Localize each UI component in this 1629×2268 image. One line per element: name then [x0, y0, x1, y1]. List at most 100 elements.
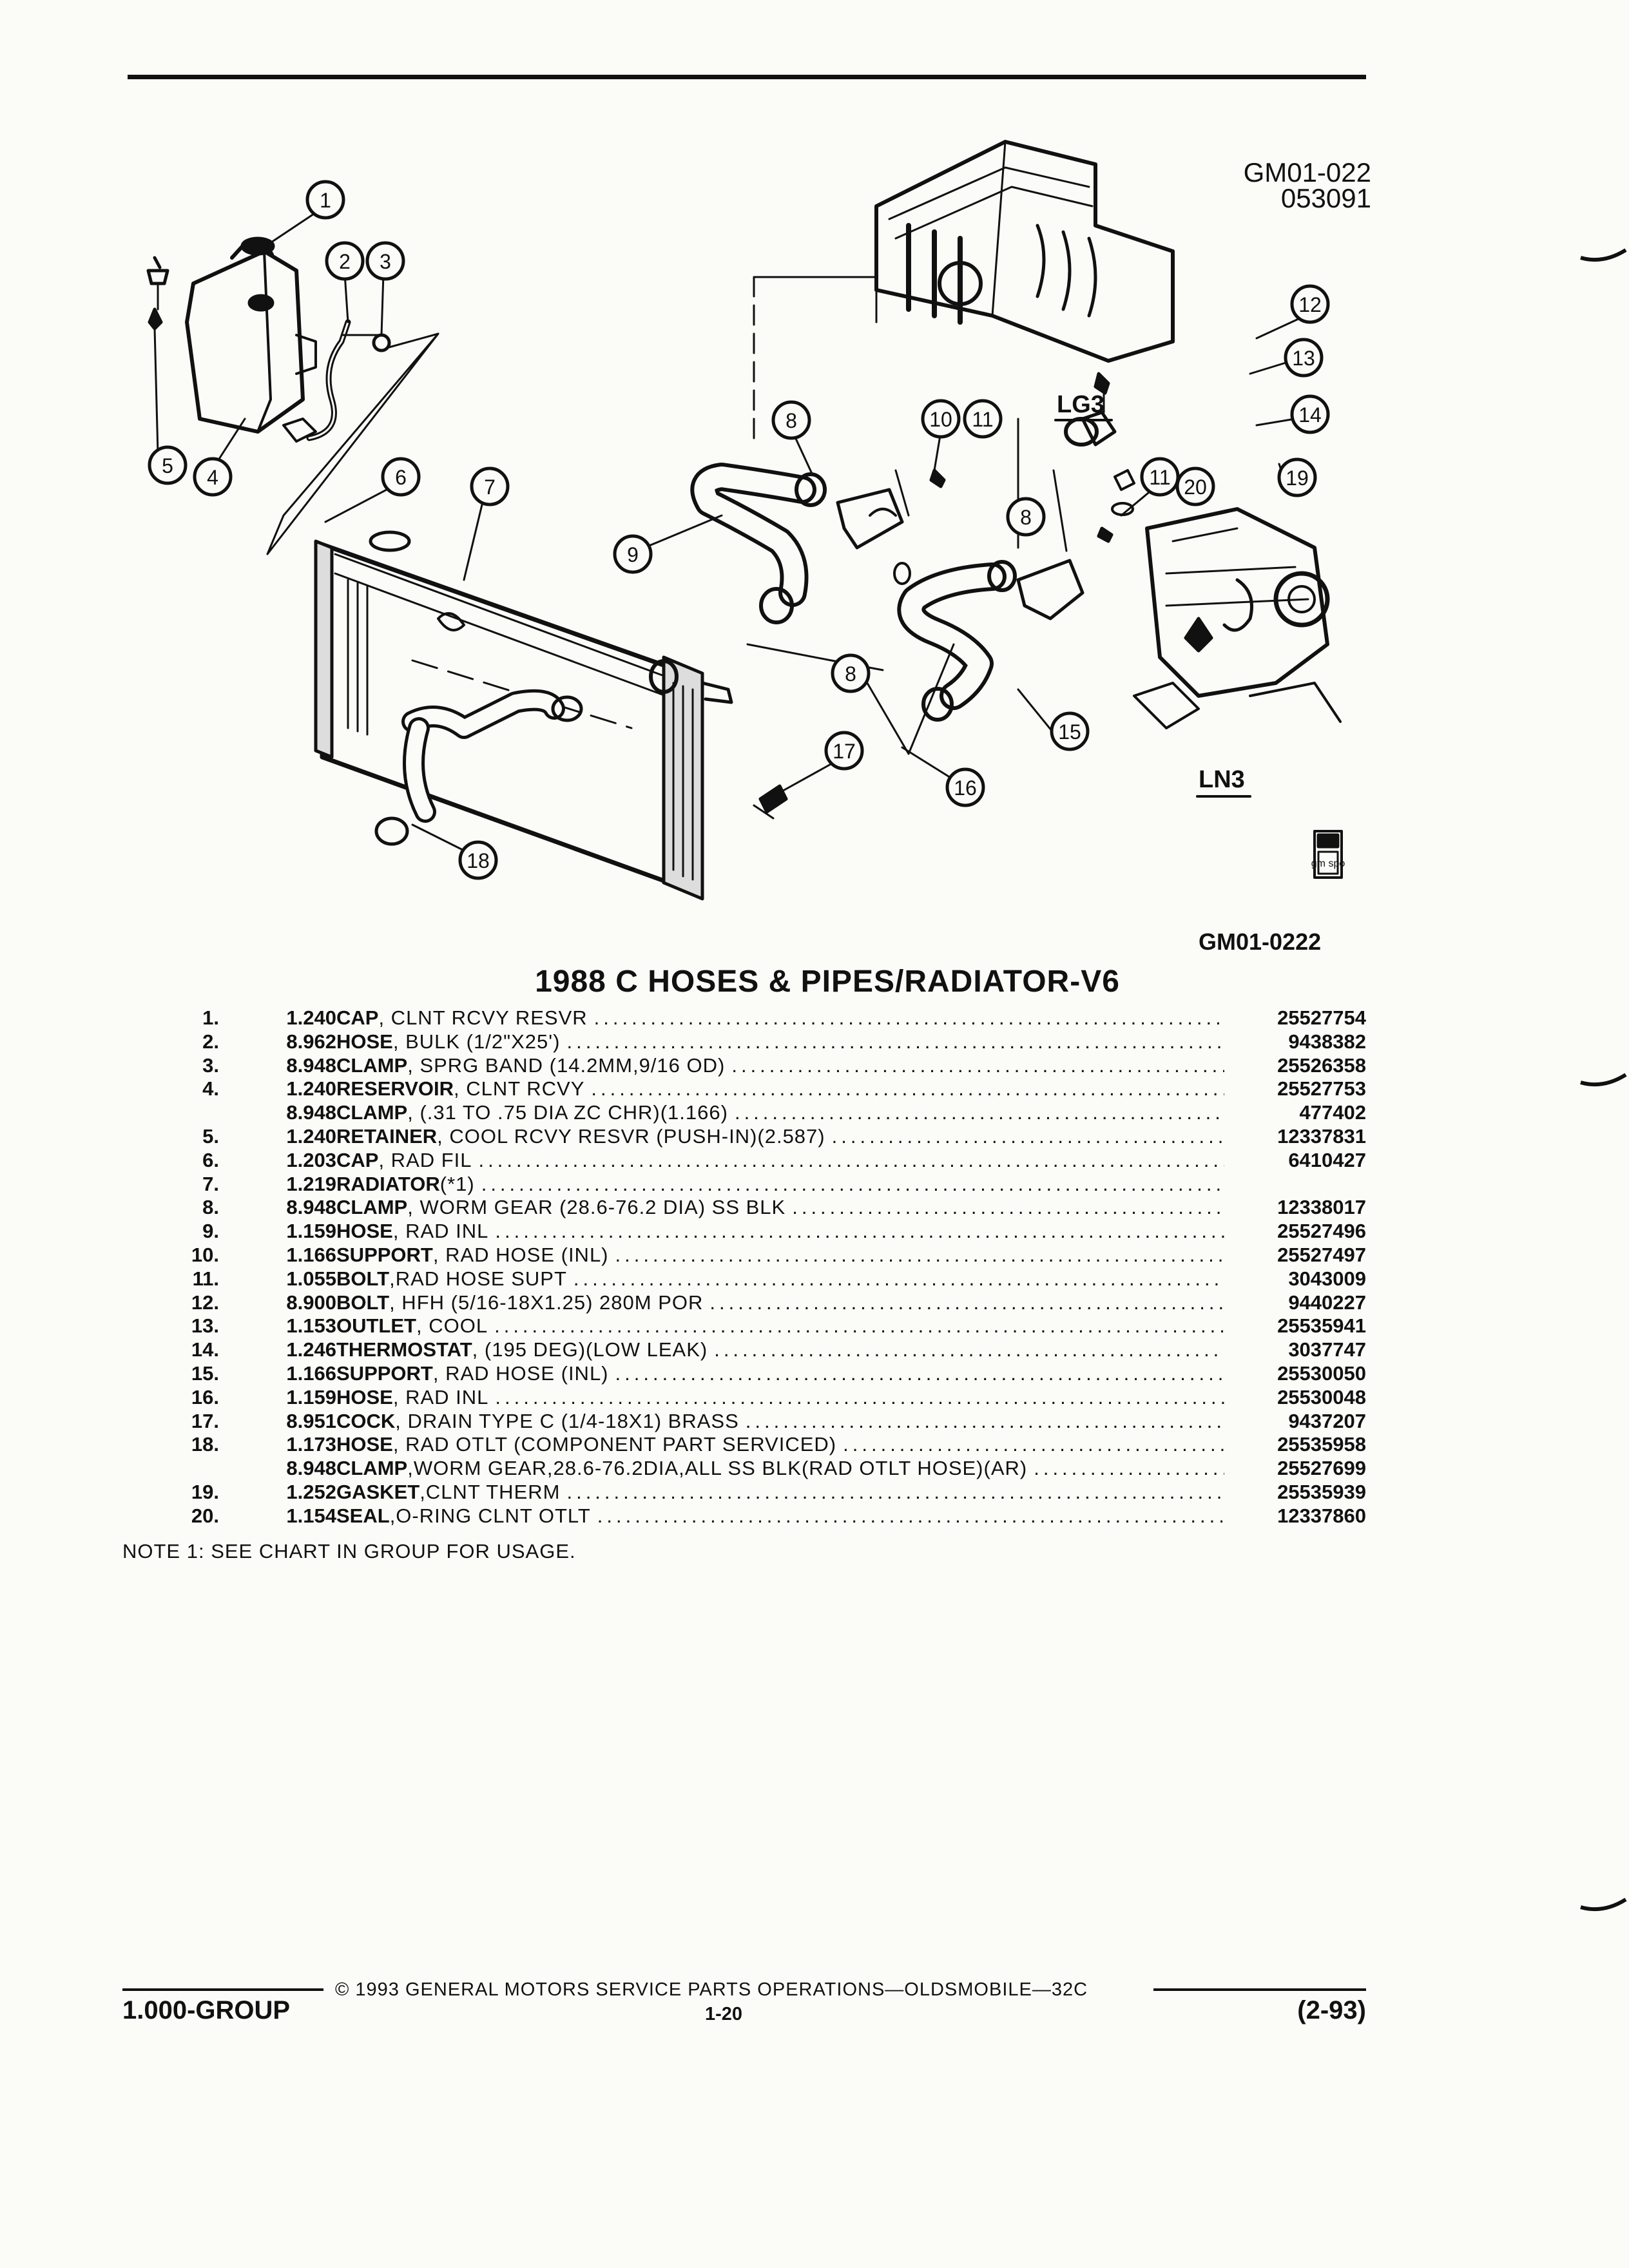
- part-number: 9438382: [1288, 1030, 1366, 1053]
- part-name: GASKET: [336, 1480, 420, 1503]
- item-number: 10.: [191, 1243, 219, 1266]
- part-description: BOLT ,RAD HOSE SUPT.....................…: [336, 1267, 1224, 1291]
- part-description: CAP, CLNT RCVY RESVR....................…: [336, 1006, 1224, 1030]
- group-code: 8.948: [286, 1053, 336, 1077]
- inlet-hose-16-drawing: [893, 560, 1017, 722]
- group-code: 1.166: [286, 1361, 336, 1385]
- part-description: GASKET ,CLNT THERM......................…: [336, 1481, 1224, 1504]
- part-number: 477402: [1299, 1101, 1366, 1124]
- dot-leader: ........................................…: [593, 1006, 1224, 1029]
- group-code: 1.252: [286, 1480, 336, 1503]
- inlet-hose-9-drawing: [649, 463, 827, 694]
- callout-number: 10: [929, 408, 952, 431]
- part-description: RETAINER, COOL RCVY RESVR (PUSH-IN)(2.58…: [336, 1125, 1224, 1149]
- page-title: 1988 C HOSES & PIPES/RADIATOR-V6: [535, 965, 1120, 999]
- description-wrap: CLAMP, WORM GEAR (28.6-76.2 DIA) SS BLK.…: [336, 1196, 1224, 1220]
- callout-number: 14: [1298, 403, 1322, 427]
- footer-date: (2-93): [1297, 1996, 1366, 2024]
- scan-edge-mark: [1580, 1073, 1627, 1087]
- gmspo-logo-text: gm spo: [1311, 858, 1345, 869]
- description-wrap: HOSE, BULK (1/2"X25')...................…: [336, 1030, 1224, 1054]
- callout-number: 6: [395, 466, 407, 489]
- callout-number: 5: [162, 454, 173, 477]
- description-wrap: OUTLET, COOL............................…: [336, 1314, 1224, 1338]
- item-number: 14.: [191, 1338, 219, 1361]
- dot-leader: ........................................…: [494, 1314, 1224, 1338]
- dot-leader: ........................................…: [734, 1101, 1224, 1124]
- dot-leader: ........................................…: [566, 1480, 1224, 1503]
- part-number: 9440227: [1288, 1291, 1366, 1314]
- item-number: 12.: [191, 1291, 219, 1314]
- part-name: CLAMP: [336, 1196, 408, 1219]
- part-spec: ,WORM GEAR,28.6-76.2DIA,ALL SS BLK(RAD O…: [407, 1457, 1028, 1480]
- item-number: 1.: [202, 1006, 219, 1029]
- radiator-drawing: [314, 530, 733, 901]
- item-number: 17.: [191, 1409, 219, 1432]
- part-number: 25527496: [1277, 1220, 1366, 1243]
- part-number: 6410427: [1288, 1148, 1366, 1171]
- description-wrap: HOSE, RAD INL...........................…: [336, 1220, 1224, 1244]
- part-spec: , BULK (1/2"X25'): [392, 1030, 561, 1053]
- callout-8-lower: 8: [831, 653, 871, 693]
- callout-number: 3: [380, 250, 391, 273]
- callout-16: 16: [945, 767, 985, 807]
- coolant-reservoir-drawing: [146, 236, 317, 443]
- group-code: 8.948: [286, 1457, 336, 1480]
- part-name: HOSE: [336, 1433, 393, 1456]
- engine-label-text: LG3: [1057, 391, 1104, 418]
- part-description: HOSE, RAD OTLT (COMPONENT PART SERVICED)…: [336, 1433, 1224, 1457]
- part-name: OUTLET: [336, 1314, 416, 1338]
- group-code: 1.159: [286, 1385, 336, 1408]
- part-description: SUPPORT, RAD HOSE (INL).................…: [336, 1362, 1224, 1386]
- footer-page-number: 1-20: [705, 2004, 743, 2024]
- callout-number: 4: [207, 466, 218, 489]
- part-number: 25526358: [1277, 1053, 1366, 1077]
- part-number: 12337831: [1277, 1124, 1366, 1148]
- part-spec: , DRAIN TYPE C (1/4-18X1) BRASS: [395, 1409, 739, 1432]
- part-description: CAP, RAD FIL............................…: [336, 1149, 1224, 1173]
- part-number: 25527753: [1277, 1077, 1366, 1100]
- part-name: HOSE: [336, 1385, 393, 1408]
- part-number: 3037747: [1288, 1338, 1366, 1361]
- item-number: 5.: [202, 1124, 219, 1148]
- part-name: CLAMP: [336, 1101, 408, 1124]
- callout-number: 20: [1184, 476, 1207, 499]
- part-name: CLAMP: [336, 1053, 408, 1077]
- gmspo-logo: gm spo: [1311, 830, 1345, 879]
- callout-8-middle: 8: [1006, 497, 1046, 537]
- part-name: THERMOSTAT: [336, 1338, 472, 1361]
- callout-14: 14: [1290, 394, 1330, 434]
- callout-13: 13: [1284, 338, 1324, 378]
- part-name: BOLT: [336, 1291, 390, 1314]
- callout-number: 13: [1292, 347, 1315, 370]
- callout-number: 8: [845, 662, 856, 686]
- callout-number: 18: [467, 849, 490, 872]
- part-spec: , RAD HOSE (INL): [432, 1243, 609, 1266]
- part-spec: ,O-RING CLNT OTLT: [389, 1504, 591, 1527]
- callout-3: 3: [365, 241, 405, 281]
- part-description: OUTLET, COOL............................…: [336, 1314, 1224, 1338]
- group-code: 8.962: [286, 1030, 336, 1053]
- figure-reference-line: 053091: [1280, 183, 1371, 213]
- footer-copyright: © 1993 GENERAL MOTORS SERVICE PARTS OPER…: [335, 1979, 1088, 2000]
- callout-number: 19: [1286, 466, 1309, 490]
- callout-leader-lines: [153, 205, 1300, 852]
- item-number: 7.: [202, 1172, 219, 1195]
- description-wrap: HOSE, RAD INL...........................…: [336, 1386, 1224, 1410]
- engine-label-ln3: LN3: [1196, 766, 1251, 798]
- part-name: CAP: [336, 1148, 379, 1171]
- part-number: 25527699: [1277, 1457, 1366, 1480]
- exploded-parts-diagram: gm spo 1 2 3 4 5 6 7 8 9 10 11 12 13: [146, 140, 1345, 901]
- item-number: 20.: [191, 1504, 219, 1527]
- scan-edge-mark: [1580, 248, 1627, 262]
- dot-leader: ........................................…: [615, 1243, 1224, 1266]
- description-wrap: RESERVOIR, CLNT RCVY....................…: [336, 1077, 1224, 1101]
